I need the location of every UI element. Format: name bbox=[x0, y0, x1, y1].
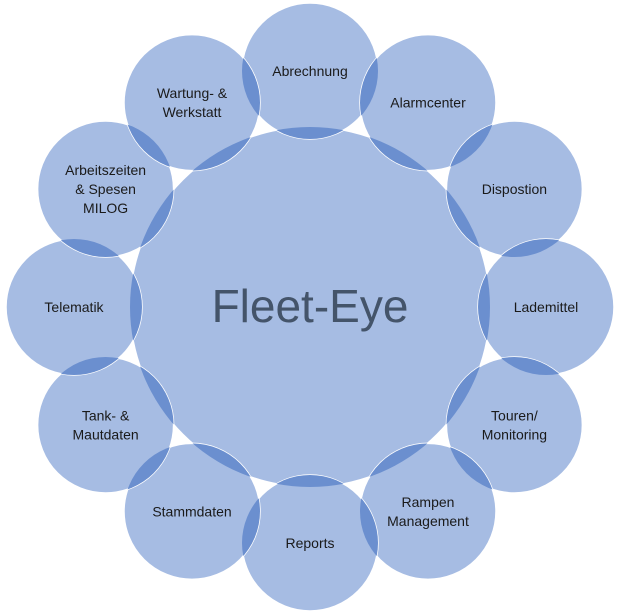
node-circle bbox=[123, 33, 261, 172]
node-label-line: Reports bbox=[285, 535, 334, 551]
node-label: Tank- & Mautdaten bbox=[73, 408, 139, 443]
node-label: Telematik bbox=[44, 299, 104, 315]
node-label: Reports bbox=[285, 535, 334, 551]
node-label-line: Wartung- & bbox=[157, 85, 228, 101]
node-label-line: Telematik bbox=[44, 299, 104, 315]
center-label: Fleet-Eye bbox=[212, 280, 409, 332]
node-label-line: Management bbox=[387, 513, 469, 529]
node-label-line: Stammdaten bbox=[152, 503, 231, 519]
node-label-line: Dispostion bbox=[482, 181, 547, 197]
node-labels: AbrechnungAlarmcenterDispostionLademitte… bbox=[44, 63, 578, 551]
node-label: Dispostion bbox=[482, 181, 547, 197]
node-label-line: & Spesen bbox=[75, 181, 136, 197]
node-label: Touren/Monitoring bbox=[482, 408, 547, 443]
node-label-line: Mautdaten bbox=[73, 427, 139, 443]
node-label: Lademittel bbox=[514, 299, 579, 315]
node-label-line: Rampen bbox=[402, 494, 455, 510]
node-label-line: Arbeitszeiten bbox=[65, 162, 146, 178]
node-label: Wartung- & Werkstatt bbox=[157, 85, 228, 120]
node-label: Alarmcenter bbox=[390, 95, 466, 111]
node-label-line: Lademittel bbox=[514, 299, 579, 315]
node-label-line: Tank- & bbox=[82, 408, 130, 424]
node-label: Abrechnung bbox=[272, 63, 348, 79]
node-label-line: Abrechnung bbox=[272, 63, 348, 79]
node-label-line: Werkstatt bbox=[163, 104, 222, 120]
node-label: Stammdaten bbox=[152, 503, 231, 519]
node-label-line: Alarmcenter bbox=[390, 95, 466, 111]
node-label-line: MILOG bbox=[83, 200, 128, 216]
node-label-line: Touren/ bbox=[491, 408, 538, 424]
node-label-line: Monitoring bbox=[482, 427, 547, 443]
